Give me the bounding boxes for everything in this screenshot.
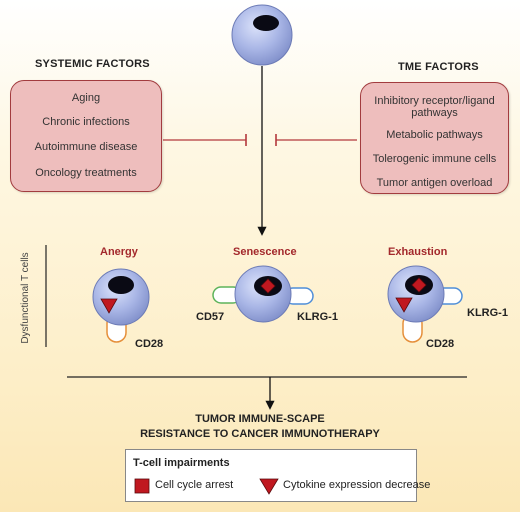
senescence-klrg1-label: KLRG-1 xyxy=(297,311,338,323)
outcome-line-1: TUMOR IMMUNE-SCAPE xyxy=(195,413,325,425)
systemic-item-autoimmune: Autoimmune disease xyxy=(34,141,138,153)
naive-t-cell-icon xyxy=(231,4,293,66)
systemic-factors-heading: SYSTEMIC FACTORS xyxy=(35,58,150,70)
legend-title: T-cell impairments xyxy=(133,457,230,469)
anergy-cd28-label: CD28 xyxy=(135,338,164,350)
red-triangle-icon xyxy=(259,478,279,495)
systemic-item-aging: Aging xyxy=(71,92,101,104)
senescence-label: Senescence xyxy=(233,246,297,258)
tme-inhibition-line xyxy=(275,134,357,146)
legend-item-cytokine-decrease: Cytokine expression decrease xyxy=(283,479,431,491)
tme-item-inhibitory-cont: pathways xyxy=(411,107,458,119)
legend-item-cell-cycle-arrest: Cell cycle arrest xyxy=(155,479,234,491)
senescence-cell-icon xyxy=(212,265,314,323)
exhaustion-cell-icon xyxy=(387,265,463,343)
tme-item-inhibitory: Inhibitory receptor/ligand xyxy=(374,95,495,107)
senescence-cd57-label: CD57 xyxy=(196,311,225,323)
exhaustion-label: Exhaustion xyxy=(388,246,448,258)
anergy-cell-icon xyxy=(92,268,150,343)
exhaustion-klrg1-label: KLRG-1 xyxy=(467,307,508,319)
legend-box: T-cell impairments Cell cycle arrest Cyt… xyxy=(125,449,430,502)
tme-item-metabolic: Metabolic pathways xyxy=(386,129,483,141)
systemic-factors-box: Aging Chronic infections Autoimmune dise… xyxy=(10,80,162,192)
systemic-inhibition-line xyxy=(163,134,247,146)
tme-item-antigen-overload: Tumor antigen overload xyxy=(376,177,493,189)
exhaustion-cd28-label: CD28 xyxy=(426,338,455,350)
outcome-line-2: RESISTANCE TO CANCER IMMUNOTHERAPY xyxy=(140,428,380,440)
tme-factors-heading: TME FACTORS xyxy=(398,61,479,73)
red-square-icon xyxy=(134,478,150,494)
dysfunctional-t-cells-label: Dysfunctional T cells xyxy=(20,252,31,344)
tme-factors-box: Inhibitory receptor/ligand pathways Meta… xyxy=(360,82,509,194)
systemic-item-oncology: Oncology treatments xyxy=(35,167,137,179)
systemic-item-chronic-infections: Chronic infections xyxy=(42,116,130,128)
anergy-label: Anergy xyxy=(100,246,138,258)
tme-item-tolerogenic: Tolerogenic immune cells xyxy=(372,153,497,165)
